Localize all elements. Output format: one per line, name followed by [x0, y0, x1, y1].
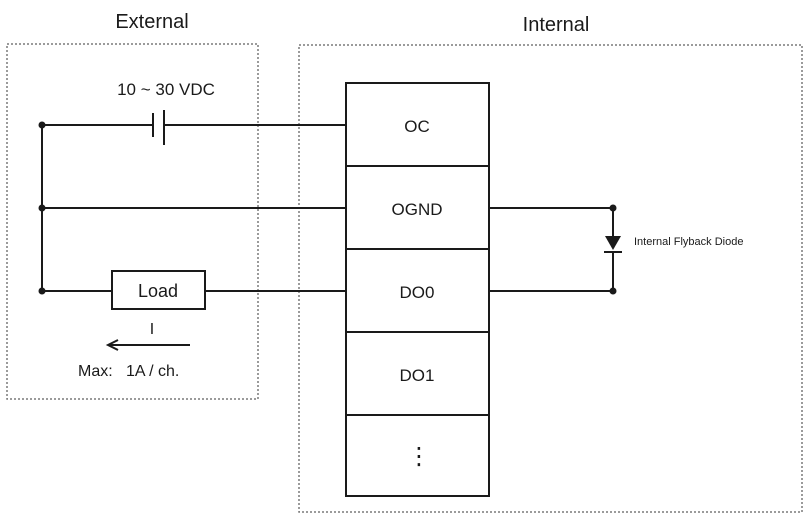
- load-label: Load: [138, 281, 178, 301]
- diode-triangle: [605, 236, 621, 250]
- internal-region-label: Internal: [523, 14, 590, 36]
- terminal-oc-label: OC: [404, 117, 430, 136]
- terminal-more-label: ⋮: [407, 443, 431, 470]
- junction-node-ognd-left: [38, 204, 46, 212]
- max-current-label: Max: 1A / ch.: [78, 363, 179, 380]
- flyback-diode-label: Internal Flyback Diode: [634, 236, 743, 248]
- terminal-do1-label: DO1: [400, 366, 435, 385]
- terminal-do0-label: DO0: [400, 283, 435, 302]
- terminal-do1-box: [345, 331, 490, 416]
- supply-voltage-label: 10 ~ 30 VDC: [117, 80, 215, 99]
- terminal-ognd-box: [345, 165, 490, 250]
- current-arrow-head: [105, 339, 119, 351]
- terminal-more-box: [345, 414, 490, 497]
- terminal-ognd-label: OGND: [392, 200, 443, 219]
- junction-node-oc-left: [38, 121, 46, 129]
- junction-node-diode-top: [609, 204, 617, 212]
- external-region-label: External: [115, 11, 188, 33]
- junction-node-do0-left: [38, 287, 46, 295]
- current-symbol: I: [150, 321, 154, 338]
- junction-node-diode-bottom: [609, 287, 617, 295]
- internal-region-border: [298, 44, 803, 513]
- terminal-block: [345, 82, 490, 497]
- external-region-border: [6, 43, 259, 400]
